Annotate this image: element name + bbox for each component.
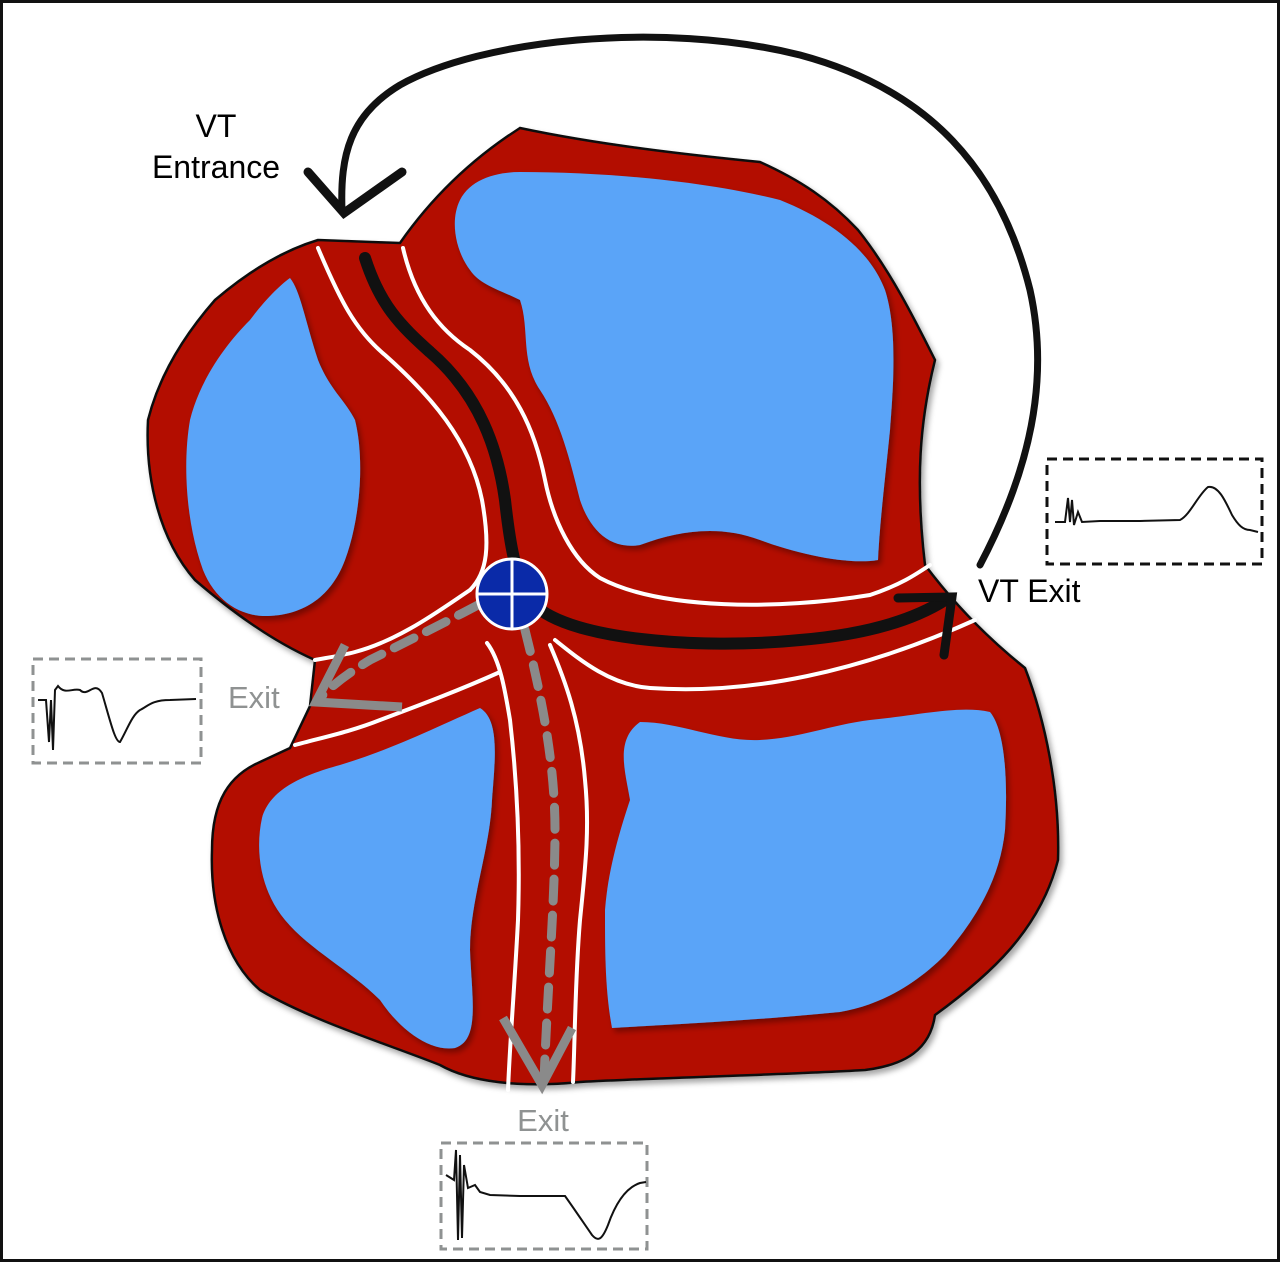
healthy-tissue-bottom-right xyxy=(605,709,1007,1028)
channel-border-bottom-left xyxy=(485,641,521,1092)
vt-exit-label: VT Exit xyxy=(978,573,1081,609)
alt-path-left xyxy=(313,600,483,705)
ecg-inset-bottom xyxy=(439,1141,649,1251)
alt-path-left-arrowhead xyxy=(308,642,403,712)
channel-border-upper-right xyxy=(401,246,932,607)
alt-path-bottom-arrowhead xyxy=(499,1015,576,1095)
channel-border-left-lower xyxy=(293,670,502,747)
ecg-trace-left xyxy=(38,684,197,751)
channel-borders xyxy=(293,246,977,1092)
healthy-tissue-bottom-left xyxy=(259,708,495,1049)
ecg-trace-bottom xyxy=(445,1149,647,1241)
alt-path-bottom xyxy=(520,625,560,1085)
vt-entrance-label-line1: VT xyxy=(196,108,237,144)
healthy-tissue-top-left xyxy=(186,278,361,617)
exit-left-label: Exit xyxy=(228,680,280,715)
ecg-trace-right xyxy=(1055,485,1259,533)
alternate-exit-paths xyxy=(308,600,576,1095)
vt-entrance-label-line2: Entrance xyxy=(152,149,280,185)
main-path-arrowhead xyxy=(893,592,958,660)
ecg-inset-right xyxy=(1045,457,1264,566)
ablation-target-icon xyxy=(475,557,549,631)
ecg-inset-left xyxy=(31,657,203,765)
healthy-tissue-top-right xyxy=(454,172,894,562)
channel-border-left-upper xyxy=(313,588,472,662)
entrance-arrowhead xyxy=(303,167,407,220)
reentry-loop-path xyxy=(338,33,1042,569)
channel-border-bottom-right xyxy=(548,643,590,1084)
channel-border-upper-left xyxy=(316,246,489,592)
channel-border-right-lower xyxy=(553,618,977,692)
exit-bottom-label: Exit xyxy=(517,1103,569,1138)
